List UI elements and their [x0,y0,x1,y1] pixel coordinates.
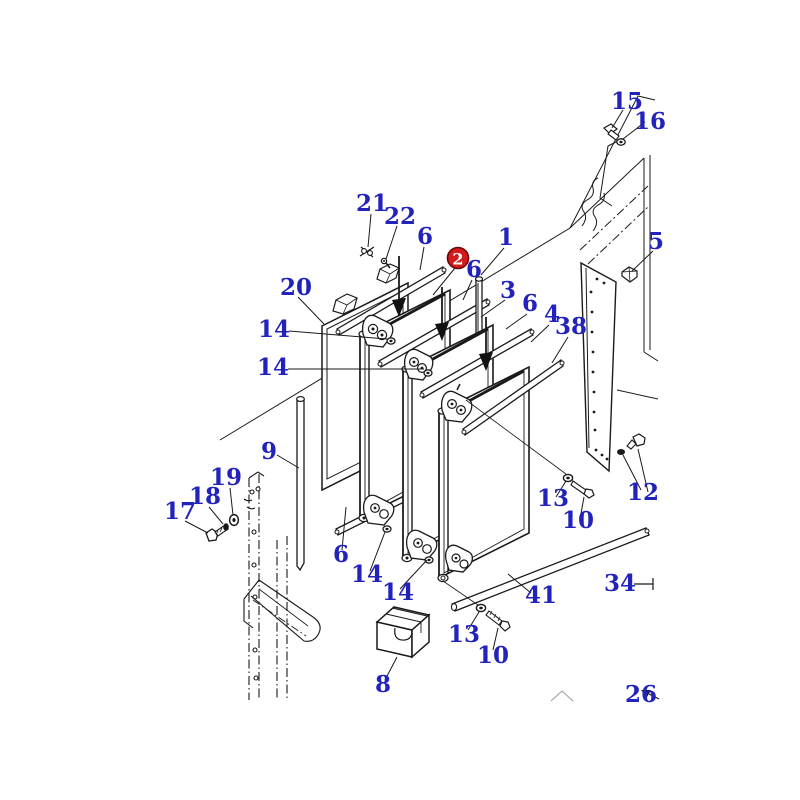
highlight-circle-part-2: 2 [446,246,470,270]
part-label-6-a: 6 [417,223,433,250]
cut-chevron [550,690,574,702]
part-label-17: 17 [164,498,196,525]
part-4-core [437,365,530,583]
part-8-block [375,606,431,659]
part-label-10-a: 10 [562,507,594,534]
part-label-9: 9 [261,438,277,465]
part-41-bar [450,527,650,612]
part-label-26: 26 [625,681,657,708]
part-6-bar-a [335,266,447,336]
part-13-washer-b [475,603,487,613]
part-label-14-a: 14 [258,316,290,343]
part-label-5: 5 [648,228,664,255]
part-label-10-b: 10 [477,642,509,669]
part-label-34: 34 [604,570,636,597]
part-label-19: 19 [210,464,242,491]
part-label-18: 18 [189,483,221,510]
part-label-38: 38 [555,313,587,340]
mount-panel-right [580,261,638,473]
ref-34-line [634,578,654,590]
part-label-3: 3 [500,277,516,304]
part-label-8: 8 [375,671,391,698]
part-label-13-b: 13 [448,621,480,648]
part-18-washer [223,523,229,531]
part-label-14-c: 14 [351,561,383,588]
leader-lines [184,109,654,681]
part-5-cushion [621,266,638,283]
part-21-cotter-pin [359,246,375,258]
part-10-bolt-b [485,610,511,632]
part-label-15: 15 [611,88,643,115]
part-19-washer [228,513,240,527]
part-label-4: 4 [544,301,560,328]
part-label-22: 22 [384,203,416,230]
highlight-circle [446,246,470,270]
part-label-14-d: 14 [382,579,414,606]
part-label-16: 16 [634,108,666,135]
part-label-1: 1 [498,224,514,251]
part-6-bar-c [419,328,535,399]
part-13-washer-a [562,473,574,483]
part-1-pipe [474,276,484,341]
part-label-14-b: 14 [257,354,289,381]
part-label-12: 12 [627,479,659,506]
part-label-6-c: 6 [522,290,538,317]
frame-bracket-phantom [243,471,321,700]
part-22-pin [380,257,391,269]
part-6-bar-b [377,298,491,368]
part-label-41: 41 [525,582,557,609]
part-label-2: 2 [452,250,463,269]
part-label-6-d: 6 [333,541,349,568]
part-label-13-a: 13 [537,485,569,512]
ref-26-arrow [641,690,660,700]
part-15-bolt [603,123,620,141]
assembly-arrows [392,256,493,371]
part-label-6-b: 6 [466,256,482,283]
part-label-21: 21 [356,190,388,217]
panel-holes [589,277,609,461]
hardware [205,123,646,632]
part-label-20: 20 [280,274,312,301]
part-labels: 15 16 21 22 6 1 6 20 3 6 4 38 14 14 5 9 … [164,88,666,708]
part-9-rod [296,396,305,572]
part-12-bolt [617,433,646,455]
part-10-bolt-a [570,480,595,499]
part-16-washer [616,138,626,146]
